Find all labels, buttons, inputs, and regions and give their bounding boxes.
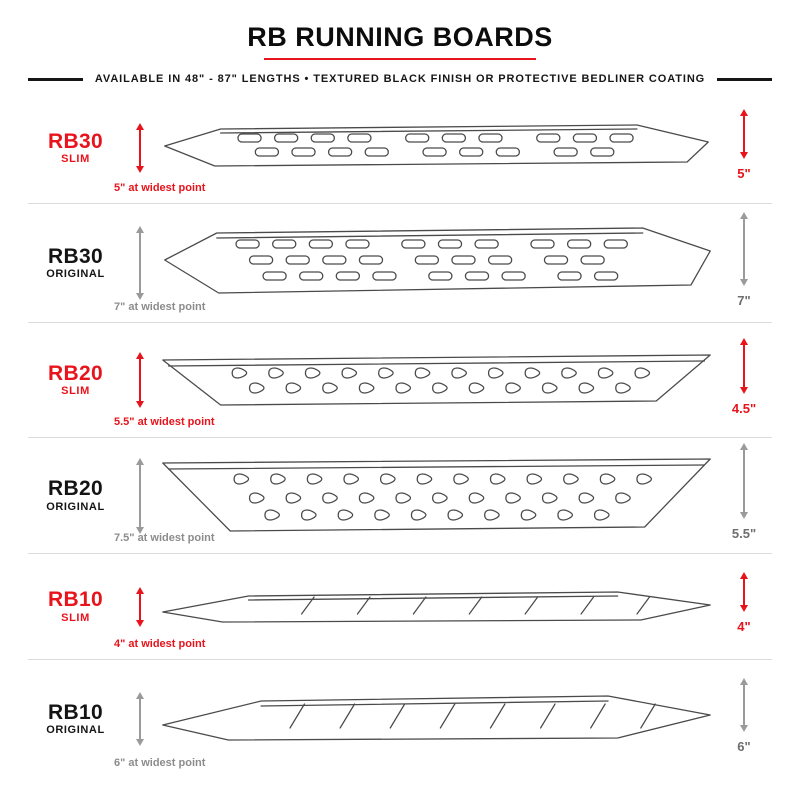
board-drawing bbox=[162, 354, 711, 406]
width-value: 5.5" at widest point bbox=[114, 416, 215, 428]
page-title: RB RUNNING BOARDS bbox=[247, 22, 553, 52]
board-drawing bbox=[164, 227, 711, 294]
model-name: RB30 bbox=[48, 244, 103, 268]
model-name: RB10 bbox=[48, 588, 103, 612]
width-arrow-icon bbox=[139, 699, 141, 739]
width-measure bbox=[139, 130, 141, 166]
subtitle-bar-right bbox=[717, 77, 773, 81]
board-drawing bbox=[162, 590, 711, 623]
product-row-rb10-slim: RB10 SLIM 4" 4" at widest point bbox=[28, 554, 772, 660]
width-arrow-icon bbox=[139, 593, 141, 620]
product-label: RB20 SLIM bbox=[28, 361, 123, 398]
subtitle-row: AVAILABLE IN 48" - 87" LENGTHS • TEXTURE… bbox=[28, 73, 773, 85]
height-value: 4" bbox=[737, 619, 751, 634]
product-label: RB20 ORIGINAL bbox=[28, 477, 123, 513]
variant-name: SLIM bbox=[61, 611, 90, 624]
product-label: RB30 SLIM bbox=[28, 129, 123, 166]
product-label: RB10 SLIM bbox=[28, 588, 123, 624]
height-arrow-icon bbox=[743, 684, 745, 725]
product-row-rb30-original: RB30 ORIGINAL 7" 7" at widest point bbox=[28, 204, 772, 323]
height-measure: 7" bbox=[737, 218, 751, 308]
width-measure bbox=[139, 593, 141, 620]
board-drawing bbox=[162, 695, 711, 741]
product-label: RB10 ORIGINAL bbox=[28, 700, 123, 737]
product-row-rb20-slim: RB20 SLIM 4.5" 5.5" at widest point bbox=[28, 323, 772, 438]
product-rows: RB30 SLIM 5" 5" at widest point RB30 ORI… bbox=[28, 93, 772, 778]
title-underline bbox=[264, 58, 536, 60]
model-name: RB20 bbox=[48, 477, 103, 501]
model-name: RB10 bbox=[48, 700, 103, 724]
variant-name: SLIM bbox=[61, 385, 90, 398]
product-row-rb10-original: RB10 ORIGINAL 6" 6" at widest point bbox=[28, 660, 772, 778]
height-value: 5" bbox=[737, 165, 751, 181]
model-name: RB30 bbox=[48, 129, 103, 153]
subtitle-text: AVAILABLE IN 48" - 87" LENGTHS • TEXTURE… bbox=[94, 73, 706, 85]
product-row-rb30-slim: RB30 SLIM 5" 5" at widest point bbox=[28, 93, 772, 204]
height-measure: 4.5" bbox=[731, 344, 757, 416]
width-measure bbox=[139, 359, 141, 401]
height-measure: 4" bbox=[737, 579, 751, 634]
width-value: 7.5" at widest point bbox=[114, 532, 215, 544]
height-measure: 6" bbox=[737, 684, 751, 754]
height-measure: 5" bbox=[737, 115, 751, 181]
width-arrow-icon bbox=[139, 464, 141, 527]
width-measure bbox=[139, 464, 141, 527]
variant-name: ORIGINAL bbox=[46, 268, 105, 281]
board-drawing bbox=[164, 124, 709, 167]
width-arrow-icon bbox=[139, 233, 141, 293]
height-value: 6" bbox=[737, 738, 751, 754]
width-measure bbox=[139, 699, 141, 739]
height-value: 7" bbox=[737, 292, 751, 308]
height-arrow-icon bbox=[743, 579, 745, 605]
height-arrow-icon bbox=[743, 218, 745, 279]
width-value: 7" at widest point bbox=[114, 301, 206, 313]
subtitle-bar-left bbox=[28, 77, 83, 81]
height-arrow-icon bbox=[743, 450, 745, 512]
width-value: 6" at widest point bbox=[114, 757, 206, 769]
board-drawing bbox=[162, 457, 711, 532]
height-value: 5.5" bbox=[731, 526, 757, 541]
variant-name: ORIGINAL bbox=[46, 500, 105, 513]
height-value: 4.5" bbox=[731, 400, 757, 416]
height-arrow-icon bbox=[743, 115, 745, 152]
width-value: 4" at widest point bbox=[114, 638, 206, 650]
width-arrow-icon bbox=[139, 130, 141, 166]
height-arrow-icon bbox=[743, 344, 745, 387]
product-row-rb20-original: RB20 ORIGINAL 5.5" 7.5" at widest point bbox=[28, 438, 772, 554]
model-name: RB20 bbox=[48, 361, 103, 385]
variant-name: SLIM bbox=[61, 153, 90, 166]
width-value: 5" at widest point bbox=[114, 182, 206, 194]
variant-name: ORIGINAL bbox=[46, 724, 105, 737]
width-measure bbox=[139, 233, 141, 293]
product-label: RB30 ORIGINAL bbox=[28, 244, 123, 281]
width-arrow-icon bbox=[139, 359, 141, 401]
height-measure: 5.5" bbox=[732, 450, 756, 541]
